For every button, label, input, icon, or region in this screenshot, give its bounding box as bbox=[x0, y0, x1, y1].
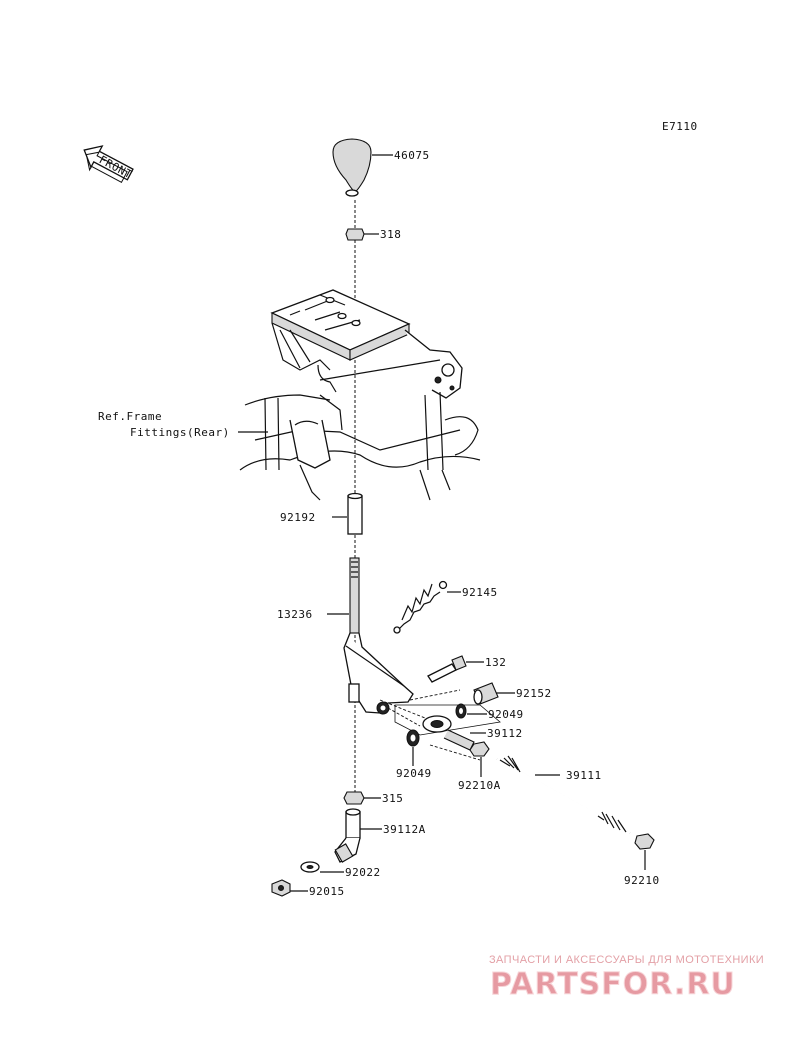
label-92210a: 92210A bbox=[458, 779, 501, 792]
shift-lever-13236 bbox=[327, 557, 414, 715]
rod-end-39112a bbox=[334, 808, 382, 863]
washer-92049-lower bbox=[406, 729, 420, 766]
ref-note-line1: Ref.Frame bbox=[98, 410, 162, 423]
label-315: 315 bbox=[382, 792, 403, 805]
label-92022: 92022 bbox=[345, 866, 381, 879]
washer-92022 bbox=[300, 861, 344, 873]
front-label: FRONT bbox=[97, 153, 135, 181]
label-92015: 92015 bbox=[309, 885, 345, 898]
washer-92049-upper bbox=[455, 703, 487, 719]
nut-92015 bbox=[271, 879, 308, 897]
label-92049-lower: 92049 bbox=[396, 767, 432, 780]
collar-92152 bbox=[473, 682, 515, 705]
diagram-id: E7110 bbox=[662, 120, 698, 133]
label-92152: 92152 bbox=[516, 687, 552, 700]
label-46075: 46075 bbox=[394, 149, 430, 162]
label-132: 132 bbox=[485, 656, 506, 669]
label-39111: 39111 bbox=[566, 769, 602, 782]
label-39112: 39112 bbox=[487, 727, 523, 740]
label-13236: 13236 bbox=[277, 608, 313, 621]
frame-fittings bbox=[239, 289, 481, 501]
watermark-logo: PARTSFOR.RU bbox=[490, 967, 736, 1002]
label-92192: 92192 bbox=[280, 511, 316, 524]
rod-39111 bbox=[496, 755, 631, 834]
label-318: 318 bbox=[380, 228, 401, 241]
label-92210: 92210 bbox=[624, 874, 660, 887]
label-39112a: 39112A bbox=[383, 823, 426, 836]
sleeve-92192 bbox=[332, 492, 363, 535]
nut-318 bbox=[345, 228, 379, 241]
bolt-132 bbox=[427, 655, 484, 683]
nut-315 bbox=[343, 791, 381, 805]
lever-shaft bbox=[348, 683, 360, 703]
label-92145: 92145 bbox=[462, 586, 498, 599]
nut-92210a bbox=[469, 741, 490, 777]
nut-92210 bbox=[634, 833, 655, 870]
shift-knob bbox=[332, 138, 393, 197]
rod-end-39112 bbox=[422, 715, 486, 751]
watermark-tagline: ЗАПЧАСТИ И АКСЕССУАРЫ ДЛЯ МОТОТЕХНИКИ bbox=[489, 954, 764, 966]
spring-92145 bbox=[393, 580, 461, 634]
ref-note-line2: Fittings(Rear) bbox=[130, 426, 230, 439]
front-arrow-icon: FRONT bbox=[83, 145, 135, 183]
label-92049-upper: 92049 bbox=[488, 708, 524, 721]
